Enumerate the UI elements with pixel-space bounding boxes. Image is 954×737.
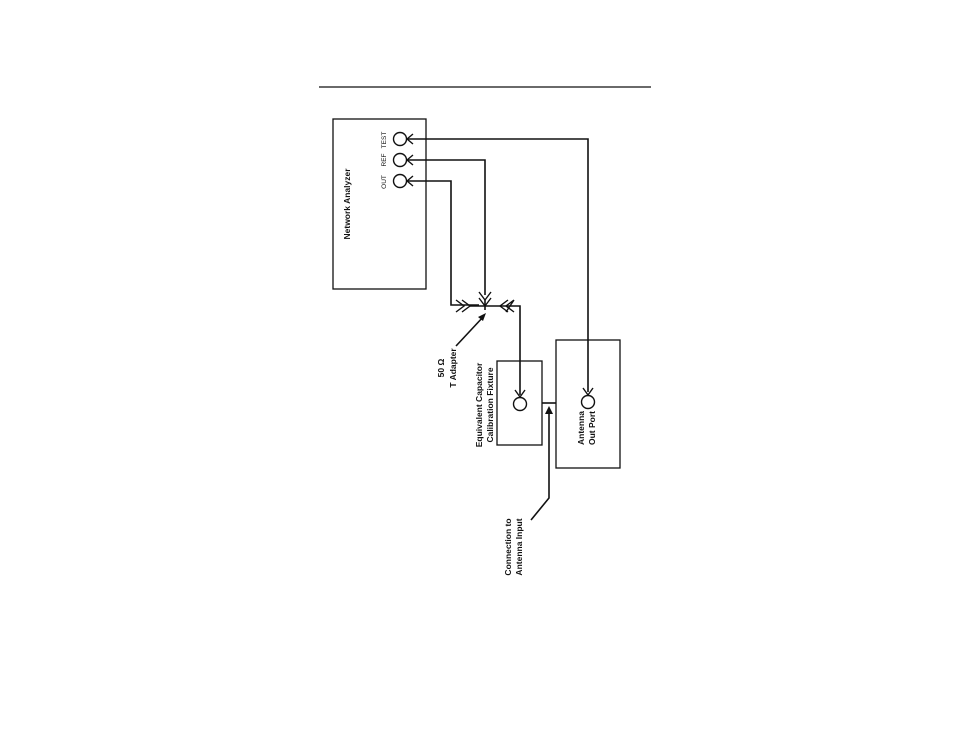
out-cable (407, 181, 479, 305)
port-label-ref: REF (381, 153, 388, 166)
t-adapter-label-1: 50 Ω (436, 359, 446, 378)
connection-label-1: Connection to (503, 518, 513, 575)
connection-label-2: Antenna Input (514, 518, 524, 575)
port-label-test: TEST (381, 132, 388, 149)
t-adapter-arrow (456, 313, 486, 346)
fixture-cable (500, 306, 520, 395)
t-adapter-label-2: T Adapter (448, 348, 458, 388)
port-label-out: OUT (381, 175, 388, 189)
fixture-label-2: Calibration Fixture (485, 367, 495, 442)
antenna-label-1: Antenna (576, 411, 586, 445)
test-cable (407, 139, 588, 392)
network-analyzer-label: Network Analyzer (342, 168, 352, 240)
antenna-label-2: Out Port (587, 411, 597, 445)
fixture-label-1: Equivalent Capacitor (474, 362, 484, 447)
